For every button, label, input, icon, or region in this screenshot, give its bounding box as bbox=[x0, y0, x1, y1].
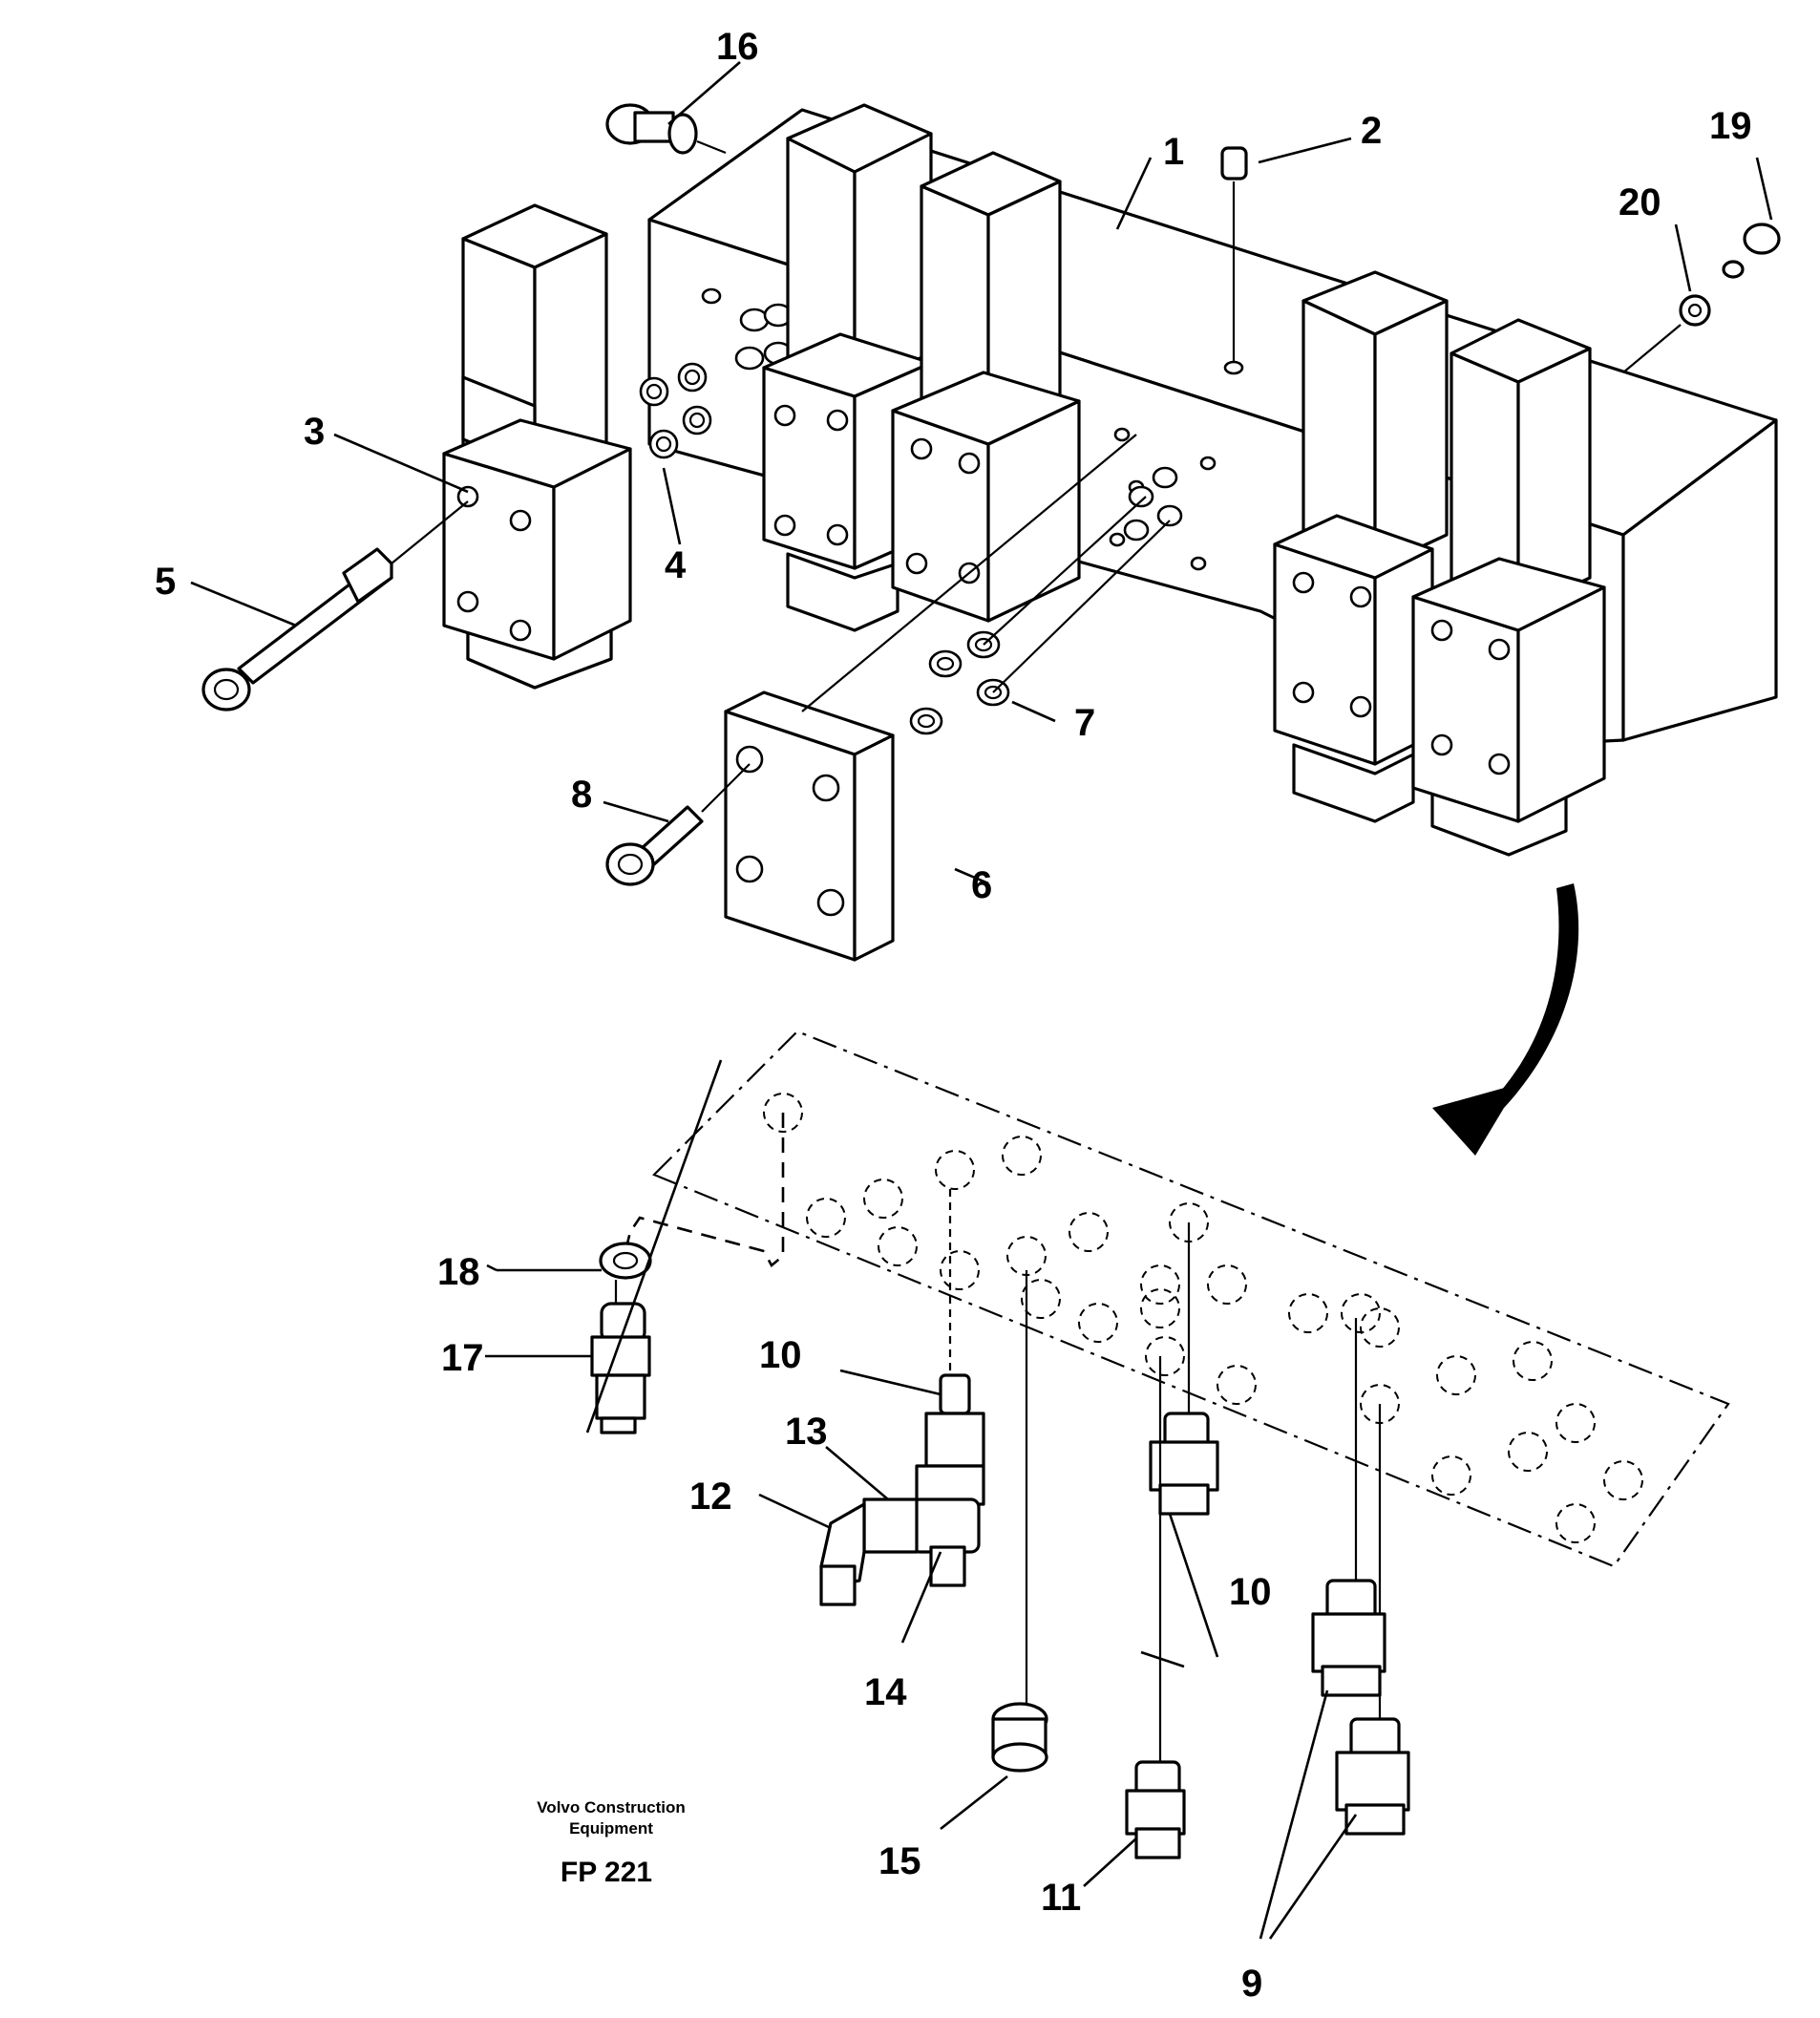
o-rings-4 bbox=[639, 362, 712, 459]
callout-6: 6 bbox=[971, 864, 992, 906]
callout-15: 15 bbox=[878, 1840, 921, 1882]
callout-10-upper: 10 bbox=[759, 1334, 802, 1376]
callout-11: 11 bbox=[1041, 1877, 1081, 1919]
callout-labels: 1 2 3 4 5 6 7 8 9 10 10 11 12 13 14 15 1… bbox=[155, 26, 1752, 2005]
callout-1: 1 bbox=[1163, 131, 1184, 173]
caption-company-line2: Equipment bbox=[569, 1819, 653, 1837]
callout-14: 14 bbox=[864, 1671, 907, 1713]
solenoid-valve-right-2 bbox=[1411, 318, 1606, 857]
callout-13: 13 bbox=[785, 1411, 828, 1453]
solenoid-valve-centre-2 bbox=[891, 151, 1081, 623]
nipple-10-right bbox=[1149, 1222, 1219, 1516]
callout-19: 19 bbox=[1709, 105, 1752, 147]
screw-8 bbox=[605, 763, 751, 886]
o-rings-7 bbox=[909, 496, 1171, 735]
callout-12: 12 bbox=[689, 1476, 732, 1518]
callout-20: 20 bbox=[1619, 181, 1661, 223]
callout-10-lower: 10 bbox=[1229, 1571, 1272, 1613]
callout-18: 18 bbox=[437, 1251, 480, 1293]
callout-17: 17 bbox=[441, 1337, 484, 1379]
callout-8: 8 bbox=[571, 774, 592, 816]
callout-7: 7 bbox=[1074, 702, 1095, 744]
callout-3: 3 bbox=[304, 411, 325, 453]
nipples-9 bbox=[1311, 1318, 1410, 1836]
callout-16: 16 bbox=[716, 26, 759, 68]
solenoid-valve-3 bbox=[442, 203, 632, 690]
diagram-caption: Volvo Construction Equipment FP 221 bbox=[537, 1798, 686, 1888]
caption-figure-code: FP 221 bbox=[561, 1857, 652, 1888]
fittings-10-12-13-14 bbox=[819, 1189, 985, 1606]
direction-arrow bbox=[1432, 883, 1579, 1156]
callout-2: 2 bbox=[1361, 110, 1382, 152]
plug-2 bbox=[1220, 146, 1248, 363]
washer-18 bbox=[599, 1242, 652, 1280]
caption-company: Volvo Construction bbox=[537, 1798, 686, 1816]
cover-plate-6 bbox=[724, 434, 1137, 962]
screw-5 bbox=[201, 500, 469, 712]
pressure-switch-17 bbox=[590, 1280, 651, 1434]
callout-9: 9 bbox=[1241, 1963, 1262, 2005]
leader-lines bbox=[190, 61, 1773, 1940]
connector-16 bbox=[605, 103, 727, 155]
plug-15 bbox=[991, 1270, 1048, 1773]
callout-5: 5 bbox=[155, 561, 176, 603]
nipple-11 bbox=[1125, 1356, 1186, 1859]
callout-4: 4 bbox=[665, 544, 687, 586]
plug-19-and-washer-20 bbox=[1622, 223, 1781, 373]
